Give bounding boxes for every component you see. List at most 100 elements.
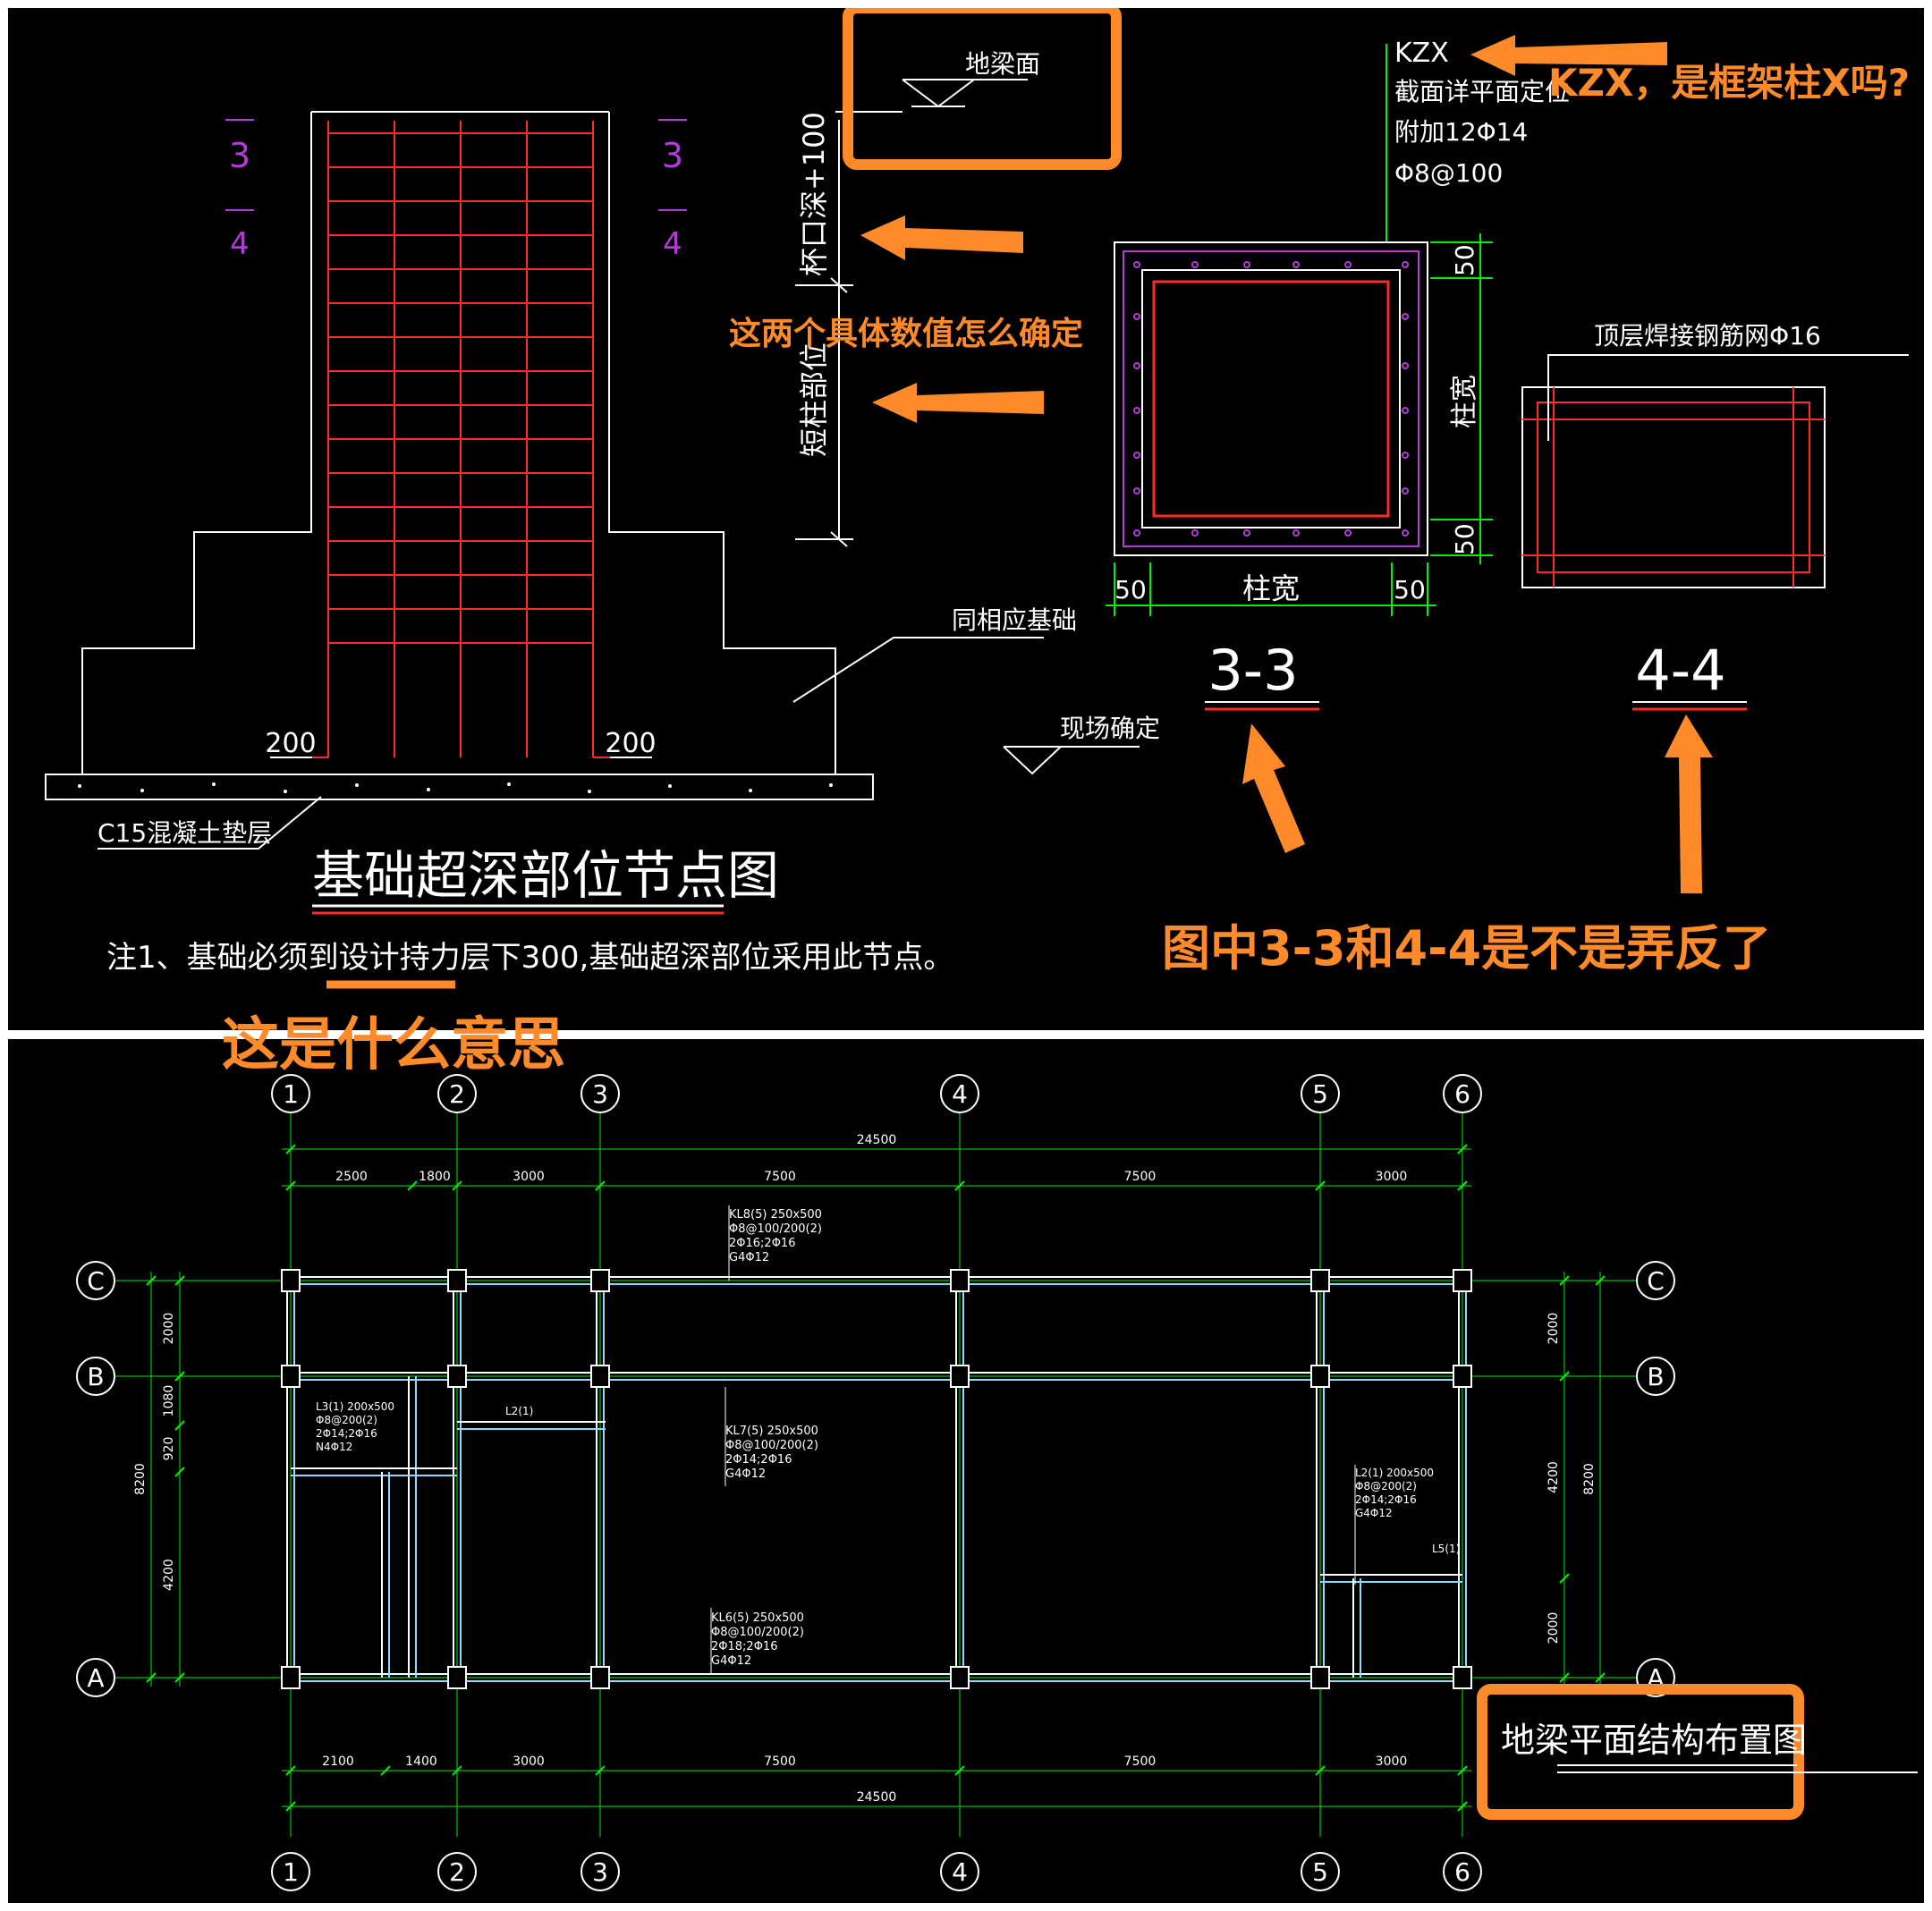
dim-left-3: 4200	[162, 1559, 176, 1591]
blinding-hatch	[78, 782, 833, 793]
dim-line	[174, 1672, 185, 1683]
dim-line	[285, 1801, 296, 1812]
dim-line	[1457, 1765, 1468, 1776]
foundation-node-panel: 3 4 3 4 地梁面 杯口深+100 短柱部位 200 200 同相应基础 现…	[8, 8, 1924, 1030]
section-mark-right-num: 3	[662, 136, 683, 175]
dim-line	[1457, 1180, 1468, 1191]
rebar-dot	[1133, 362, 1140, 369]
dim-bottom-5: 3000	[1376, 1755, 1408, 1769]
highlight-box-title	[1477, 1684, 1804, 1820]
rebar-dot	[1243, 261, 1250, 268]
dim-right-1: 4200	[1546, 1461, 1561, 1493]
beam-label-l2-short: L2(1)	[505, 1405, 533, 1417]
dim-line	[174, 1467, 185, 1477]
dim-line	[174, 1420, 185, 1431]
beam-label-kl6: KL6(5) 250x500 Φ8@100/200(2) 2Φ18;2Φ16 G…	[711, 1611, 804, 1668]
column	[950, 1365, 970, 1388]
dim-line	[146, 1275, 157, 1286]
kl6-line3: 2Φ18;2Φ16	[711, 1640, 777, 1653]
dim-top-3: 7500	[764, 1170, 796, 1184]
section-4-4: 顶层焊接钢筋网Φ16 4-4	[1521, 321, 1909, 711]
column	[1310, 1269, 1330, 1292]
beam-label-kl8: KL8(5) 250x500 Φ8@100/200(2) 2Φ16;2Φ16 G…	[729, 1208, 822, 1264]
svg-text:C: C	[87, 1266, 105, 1296]
foundation-node-drawing: 3 4 3 4 地梁面 杯口深+100 短柱部位 200 200 同相应基础 现…	[45, 8, 1910, 989]
dim-line	[1559, 1672, 1570, 1683]
dim-line	[1457, 1801, 1468, 1812]
highlight-box-level	[843, 8, 1122, 170]
svg-text:C: C	[1647, 1266, 1665, 1296]
svg-text:4: 4	[952, 1079, 968, 1109]
dim-line	[285, 1144, 296, 1154]
label-c15: C15混凝土垫层	[97, 818, 272, 848]
dim-right-0: 2000	[1546, 1313, 1561, 1345]
arrow-to-sec44	[1665, 715, 1713, 893]
kzx-line1: KZX	[1394, 38, 1449, 69]
svg-text:1: 1	[283, 1079, 299, 1109]
l3-line2: Φ8@200(2)	[316, 1414, 377, 1426]
section-mark-left-den: 4	[230, 226, 250, 262]
foundation-outline	[81, 111, 902, 774]
axis-bubble-2-bottom: 2	[437, 1852, 477, 1891]
dim-bottom-4: 7500	[1124, 1755, 1157, 1769]
sec33-dim-left: 50	[1114, 575, 1147, 605]
kzx-line3: 附加12Φ14	[1394, 117, 1528, 147]
annotation-arrows	[860, 35, 1713, 893]
column	[447, 1269, 467, 1292]
rebar-dot	[1402, 529, 1409, 537]
kl8-line4: G4Φ12	[729, 1251, 769, 1264]
label-site-determined: 现场确定	[1060, 714, 1160, 743]
rebar-dot	[1133, 261, 1140, 268]
l2-line1: L2(1) 200x500	[1355, 1467, 1434, 1479]
svg-text:3: 3	[592, 1857, 608, 1887]
dim-left-1: 1080	[162, 1385, 176, 1417]
beam-label-l3: L3(1) 200x500 Φ8@200(2) 2Φ14;2Φ16 N4Φ12	[316, 1400, 394, 1453]
dim-bottom-2: 3000	[513, 1755, 545, 1769]
dim-top-5: 3000	[1376, 1170, 1408, 1184]
svg-text:5: 5	[1312, 1857, 1328, 1887]
column	[950, 1666, 970, 1689]
dim-line	[595, 1180, 606, 1191]
axis-bubble-C-left: C	[76, 1261, 115, 1300]
dim-200-left: 200	[265, 728, 316, 759]
dim-left-2: 920	[162, 1437, 176, 1461]
annotation-reversed-question: 图中3-3和4-4是不是弄反了	[1162, 920, 1771, 977]
dim-cup-depth: 杯口深+100	[797, 112, 831, 276]
beam-label-l2: L2(1) 200x500 Φ8@200(2) 2Φ14;2Φ16 G4Φ12	[1355, 1467, 1434, 1519]
axis-bubble-B-right: B	[1636, 1357, 1675, 1396]
svg-text:1: 1	[283, 1857, 299, 1887]
dim-line	[954, 1180, 965, 1191]
column	[950, 1269, 970, 1292]
dim-bottom-3: 7500	[764, 1755, 796, 1769]
dim-200-right: 200	[605, 728, 656, 759]
kl8-line3: 2Φ16;2Φ16	[729, 1237, 795, 1250]
section-mark-left: 3 4	[225, 119, 254, 262]
rebar-dot	[1191, 529, 1199, 537]
dim-line	[1595, 1672, 1606, 1683]
l2-line3: 2Φ14;2Φ16	[1355, 1493, 1417, 1506]
column	[1310, 1365, 1330, 1388]
kl7-line1: KL7(5) 250x500	[725, 1425, 818, 1438]
dim-line	[380, 1765, 391, 1776]
arrow-to-dim-upper	[860, 216, 1023, 260]
rebar-dot	[1191, 261, 1199, 268]
sec33-dim-side: 柱宽	[1449, 375, 1480, 428]
axis-bubble-3-bottom: 3	[580, 1852, 620, 1891]
svg-text:5: 5	[1312, 1079, 1328, 1109]
svg-text:2: 2	[449, 1079, 465, 1109]
kzx-line4: Φ8@100	[1394, 158, 1503, 188]
leader-same-foundation	[792, 637, 1044, 703]
svg-text:B: B	[1647, 1362, 1664, 1391]
svg-text:6: 6	[1454, 1857, 1470, 1887]
rebar-dot	[1292, 529, 1300, 537]
dim-bottom-1: 1400	[405, 1755, 437, 1769]
arrow-to-kzx	[1470, 35, 1667, 76]
axis-bubble-6-top: 6	[1443, 1074, 1482, 1113]
sec33-dim-right: 50	[1394, 575, 1426, 605]
l3-line4: N4Φ12	[316, 1441, 352, 1453]
axis-bubble-5-bottom: 5	[1301, 1852, 1340, 1891]
rebar-dot	[1402, 362, 1409, 369]
axis-bubble-C-right: C	[1636, 1261, 1675, 1300]
axis-bubble-2-top: 2	[437, 1074, 477, 1113]
